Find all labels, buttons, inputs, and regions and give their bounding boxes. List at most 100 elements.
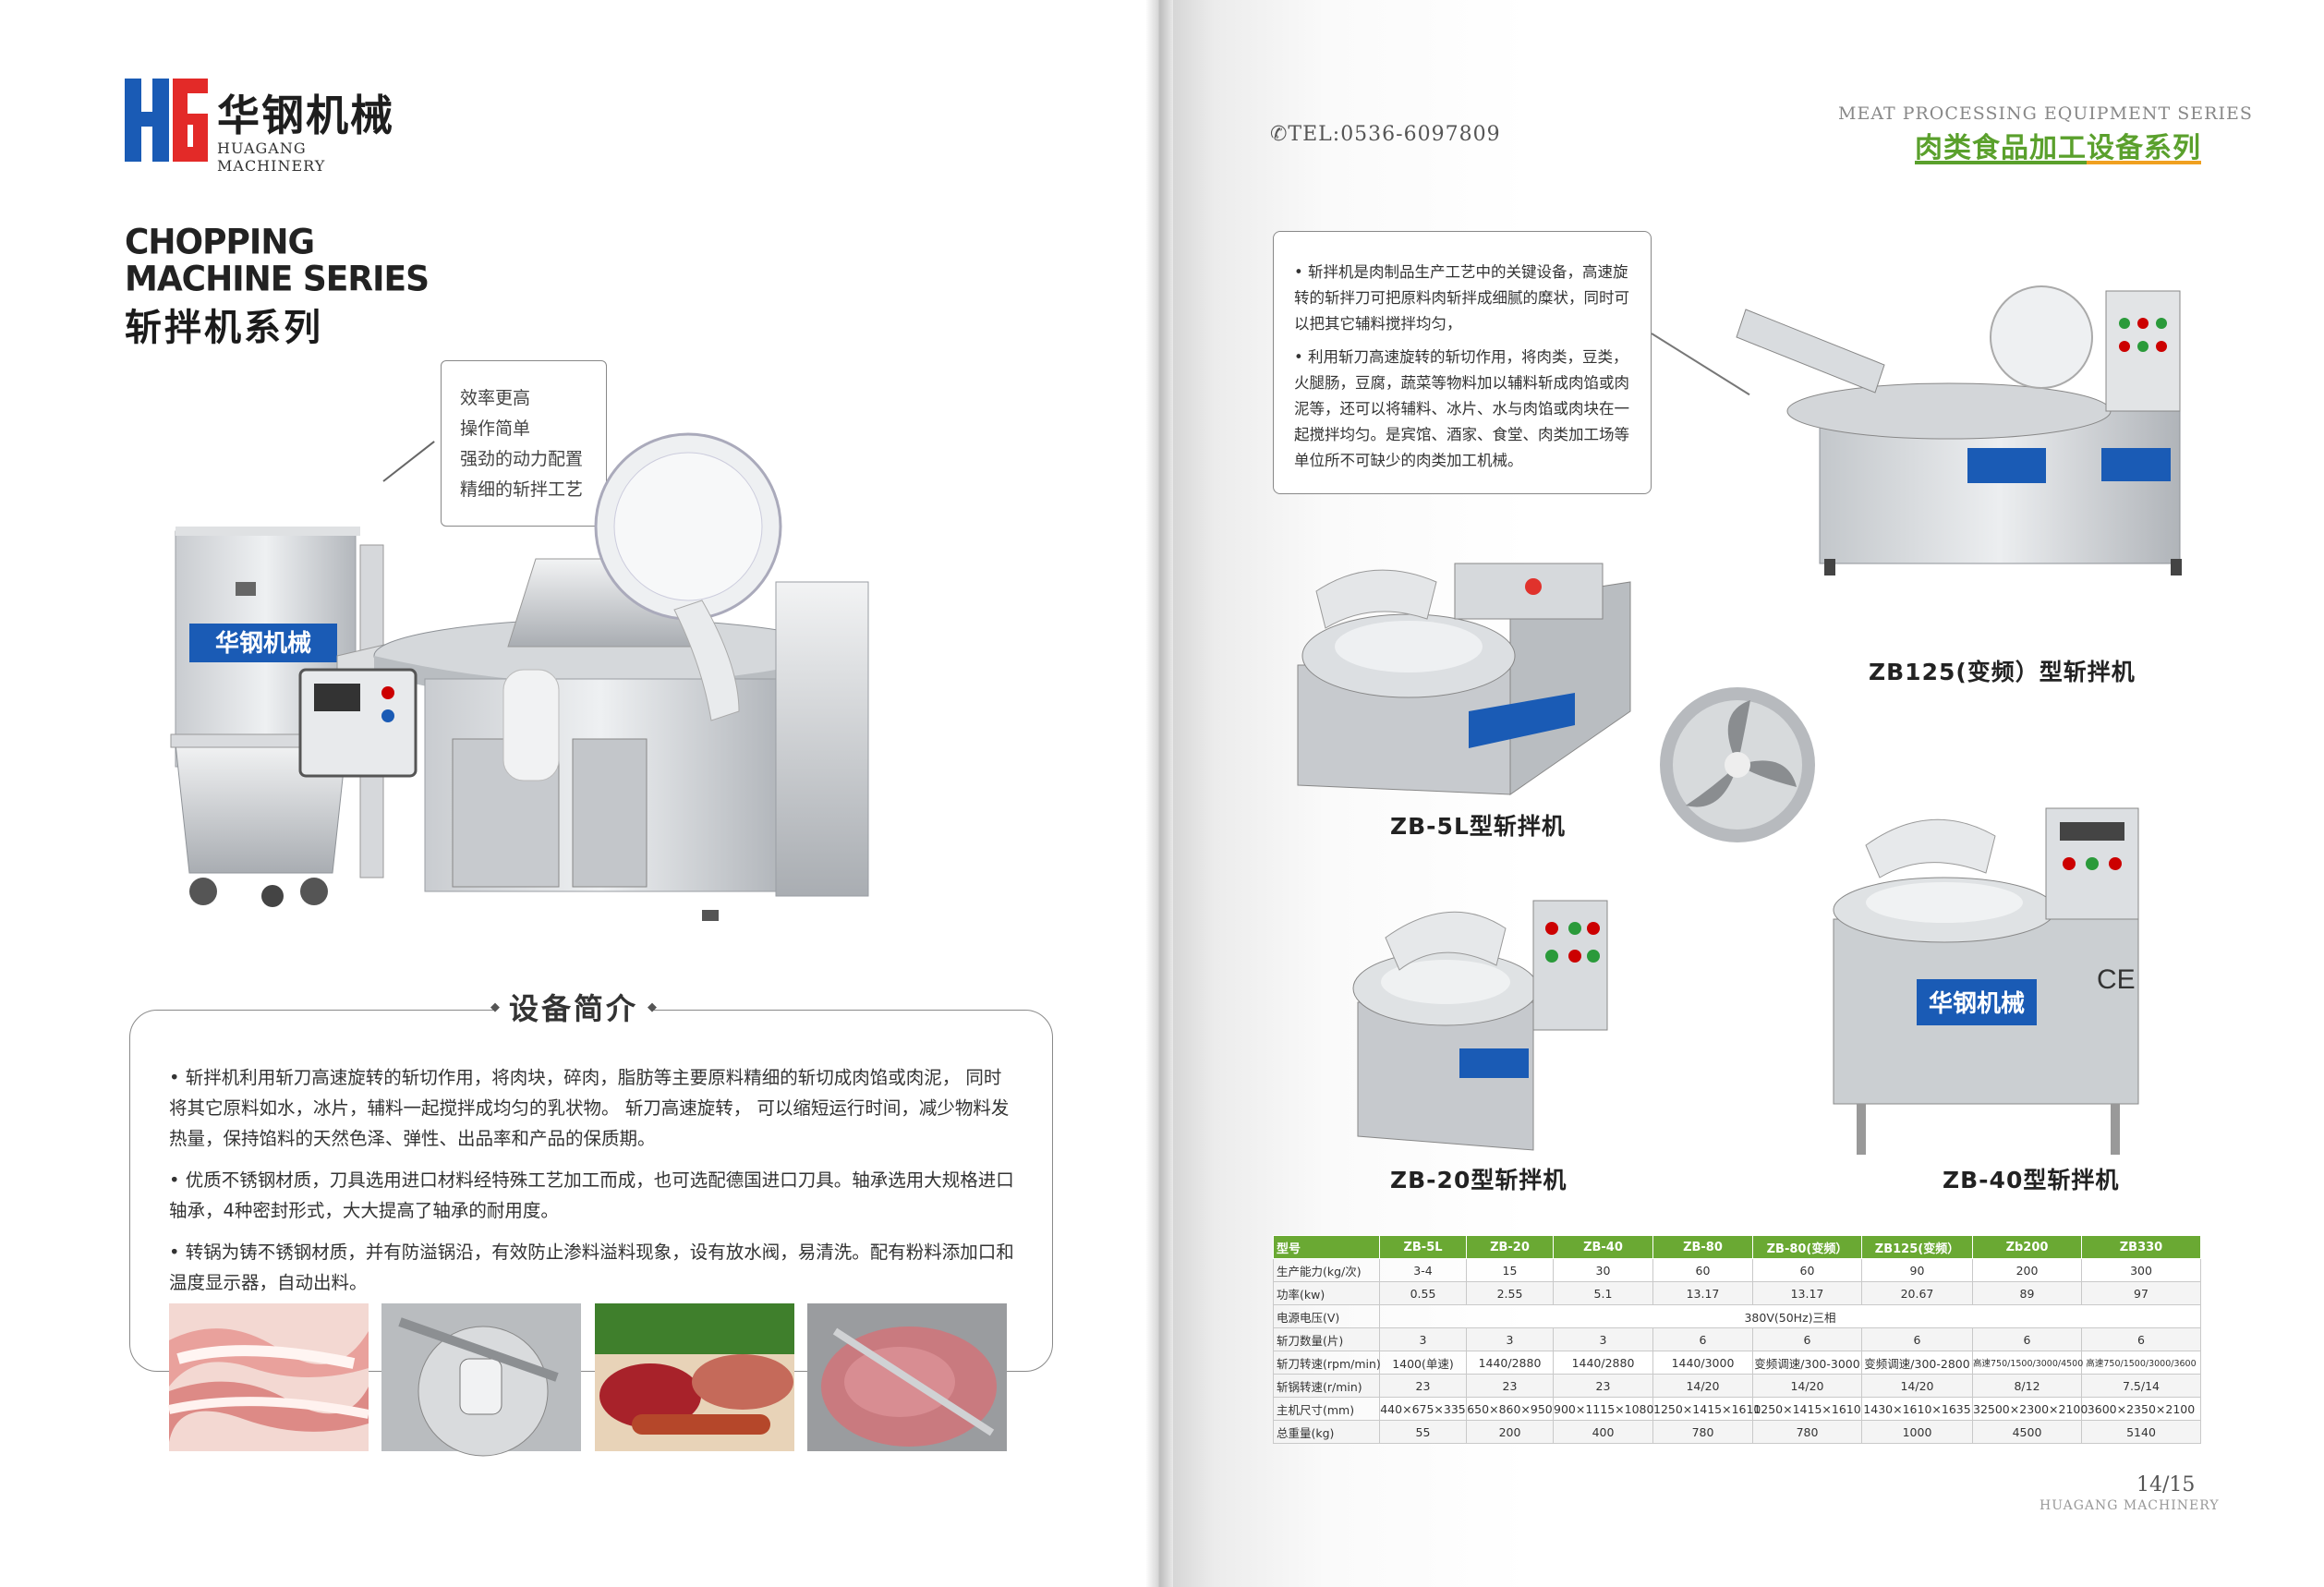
spec-cell: 97: [2081, 1281, 2201, 1305]
zb20-machine-image: [1352, 900, 1608, 1151]
zb125-label: ZB125(变频）型斩拌机: [1869, 659, 2136, 685]
spec-header-cell: 型号: [1273, 1235, 1380, 1259]
spec-cell: 3: [1379, 1327, 1467, 1351]
intro-text: • 斩拌机利用斩刀高速旋转的斩切作用，将肉块，碎肉，脂肪等主要原料精细的斩切成肉…: [169, 1062, 1019, 1309]
series-header-cn: 肉类食品加工设备系列: [1915, 132, 2201, 164]
spec-table: 型号 ZB-5L ZB-20 ZB-40 ZB-80 ZB-80(变频） ZB1…: [1273, 1235, 2201, 1444]
spec-row-label: 功率(kw): [1273, 1281, 1380, 1305]
spec-row-label: 斩锅转速(r/min): [1273, 1374, 1380, 1398]
spec-row: 功率(kw) 0.55 2.55 5.1 13.17 13.17 20.67 8…: [1273, 1281, 2201, 1305]
feature-callout-box: 效率更高 操作简单 强劲的动力配置 精细的斩拌工艺: [441, 360, 607, 527]
spec-cell: 14/20: [1652, 1374, 1753, 1398]
feature-item: 强劲的动力配置: [460, 449, 584, 469]
spec-header-cell: ZB-80: [1652, 1235, 1753, 1259]
description-paragraph: • 利用斩刀高速旋转的斩切作用，将肉类，豆类，火腿肠，豆腐，蔬菜等物料加以辅料斩…: [1294, 348, 1629, 469]
spec-cell: 14/20: [1752, 1374, 1862, 1398]
spec-row-label: 斩刀转速(rpm/min): [1273, 1351, 1381, 1375]
spec-header-cell: ZB-80(变频）: [1752, 1235, 1862, 1259]
feature-item: 效率更高: [460, 388, 531, 408]
spec-row: 斩锅转速(r/min) 23 23 23 14/20 14/20 14/20 8…: [1273, 1374, 2201, 1398]
spec-cell: 8/12: [1972, 1374, 2082, 1398]
spec-cell: 780: [1652, 1420, 1753, 1444]
spec-cell: 90: [1861, 1258, 1973, 1282]
telephone: ✆TEL:0536-6097809: [1270, 123, 1501, 146]
zb5l-label: ZB-5L型斩拌机: [1390, 813, 1566, 840]
header-underline: [1915, 161, 2201, 164]
spec-cell: 440×675×335: [1379, 1397, 1467, 1421]
intro-title-wrap: 设备简介: [490, 988, 657, 1029]
spec-cell: 1440/3000: [1652, 1351, 1753, 1375]
meat-sausage-photo: [595, 1303, 794, 1451]
spec-cell: 15: [1466, 1258, 1554, 1282]
intro-paragraph: • 斩拌机利用斩刀高速旋转的斩切作用，将肉块，碎肉，脂肪等主要原料精细的斩切成肉…: [169, 1067, 1010, 1149]
spec-cell: 1440/2880: [1466, 1351, 1554, 1375]
spec-cell: 200: [1466, 1420, 1554, 1444]
zb20-label: ZB-20型斩拌机: [1390, 1167, 1567, 1193]
spec-row: 斩刀数量(片) 3 3 3 6 6 6 6 6: [1273, 1327, 2201, 1351]
spec-cell: 5140: [2081, 1420, 2201, 1444]
ce-mark: CE: [2097, 964, 2136, 995]
spec-row: 生产能力(kg/次) 3-4 15 30 60 60 90 200 300: [1273, 1258, 2201, 1282]
feature-item: 精细的斩拌工艺: [460, 479, 584, 500]
spec-cell: 55: [1379, 1420, 1467, 1444]
main-chopper-machine-image: 华钢机械: [170, 432, 869, 921]
left-page: 华钢机械 HUAGANG MACHINERY CHOPPING MACHINE …: [0, 0, 1159, 1587]
spec-row: 电源电压(V) 380V(50Hz)三相: [1273, 1304, 2201, 1328]
spec-cell: 4500: [1972, 1420, 2082, 1444]
spec-cell: 23: [1466, 1374, 1554, 1398]
spec-cell: 6: [1652, 1327, 1753, 1351]
spec-cell: 1440/2880: [1553, 1351, 1653, 1375]
spec-cell: 高速750/1500/3000/4500: [1972, 1351, 2083, 1375]
spec-cell: 变频调速/300-2800: [1861, 1351, 1973, 1375]
spec-cell: 900×1115×1080: [1553, 1397, 1653, 1421]
spec-cell: 23: [1379, 1374, 1467, 1398]
machine-panel-label: 华钢机械: [215, 629, 311, 657]
spec-cell: 60: [1752, 1258, 1862, 1282]
spec-cell: 60: [1652, 1258, 1753, 1282]
series-title-en-line2: MACHINE SERIES: [125, 259, 430, 299]
hg-logo-icon: [125, 79, 208, 162]
spec-cell: 3: [1466, 1327, 1554, 1351]
spec-cell: 13.17: [1752, 1281, 1862, 1305]
logo-en-text: HUAGANG MACHINERY: [217, 139, 326, 175]
zb40-machine-image: 华钢机械 CE: [1833, 807, 2139, 1155]
spec-cell: 1400(单速): [1379, 1351, 1467, 1375]
spec-header-cell: ZB125(变频）: [1861, 1235, 1973, 1259]
footer-brand-en: HUAGANG MACHINERY: [2040, 1498, 2220, 1513]
spec-cell: 3-4: [1379, 1258, 1467, 1282]
spec-cell: 30: [1553, 1258, 1653, 1282]
spec-cell: 变频调速/300-3000: [1752, 1351, 1862, 1375]
book-spine-shadow: [1145, 0, 1173, 1587]
spec-cell: 650×860×950: [1466, 1397, 1554, 1421]
spec-cell: 6: [1972, 1327, 2082, 1351]
spec-cell: 0.55: [1379, 1281, 1467, 1305]
spec-cell: 1000: [1861, 1420, 1973, 1444]
spec-cell: 23: [1553, 1374, 1653, 1398]
description-callout-box: • 斩拌机是肉制品生产工艺中的关键设备，高速旋转的斩拌刀可把原料肉斩拌成细腻的糜…: [1273, 231, 1652, 494]
series-title-en: CHOPPING MACHINE SERIES: [125, 224, 430, 299]
series-header-en: MEAT PROCESSING EQUIPMENT SERIES: [1838, 103, 2253, 124]
spec-cell: 400: [1553, 1420, 1653, 1444]
spec-row-label: 主机尺寸(mm): [1273, 1397, 1380, 1421]
intro-paragraph: • 转锅为铸不锈钢材质，并有防溢锅沿，有效防止渗料溢料现象，设有放水阀，易清洗。…: [169, 1242, 1014, 1293]
spec-cell: 200: [1972, 1258, 2082, 1282]
spec-row: 斩刀转速(rpm/min) 1400(单速) 1440/2880 1440/28…: [1273, 1351, 2201, 1375]
zb40-label: ZB-40型斩拌机: [1943, 1167, 2120, 1193]
blade-closeup-image: [1660, 687, 1815, 842]
spec-cell: 1430×1610×1635: [1861, 1397, 1973, 1421]
chopper-blade-photo: [381, 1303, 581, 1457]
spec-cell: 6: [1861, 1327, 1973, 1351]
spec-header-cell: ZB-20: [1466, 1235, 1554, 1259]
logo-cn-text: 华钢机械: [217, 91, 394, 140]
spec-cell: 6: [1752, 1327, 1862, 1351]
intro-paragraph: • 优质不锈钢材质，刀具选用进口材料经特殊工艺加工而成，也可选配德国进口刀具。轴…: [169, 1169, 1014, 1221]
spec-row: 总重量(kg) 55 200 400 780 780 1000 4500 514…: [1273, 1420, 2201, 1444]
spec-cell: 3: [1553, 1327, 1653, 1351]
spec-cell: 14/20: [1861, 1374, 1973, 1398]
zb125-machine-image: [1736, 285, 2182, 575]
spec-cell: 32500×2300×2100: [1972, 1397, 2088, 1421]
spec-cell: 5.1: [1553, 1281, 1653, 1305]
spec-cell: 7.5/14: [2081, 1374, 2201, 1398]
spec-header-cell: ZB330: [2081, 1235, 2201, 1259]
description-paragraph: • 斩拌机是肉制品生产工艺中的关键设备，高速旋转的斩拌刀可把原料肉斩拌成细腻的糜…: [1294, 263, 1629, 333]
